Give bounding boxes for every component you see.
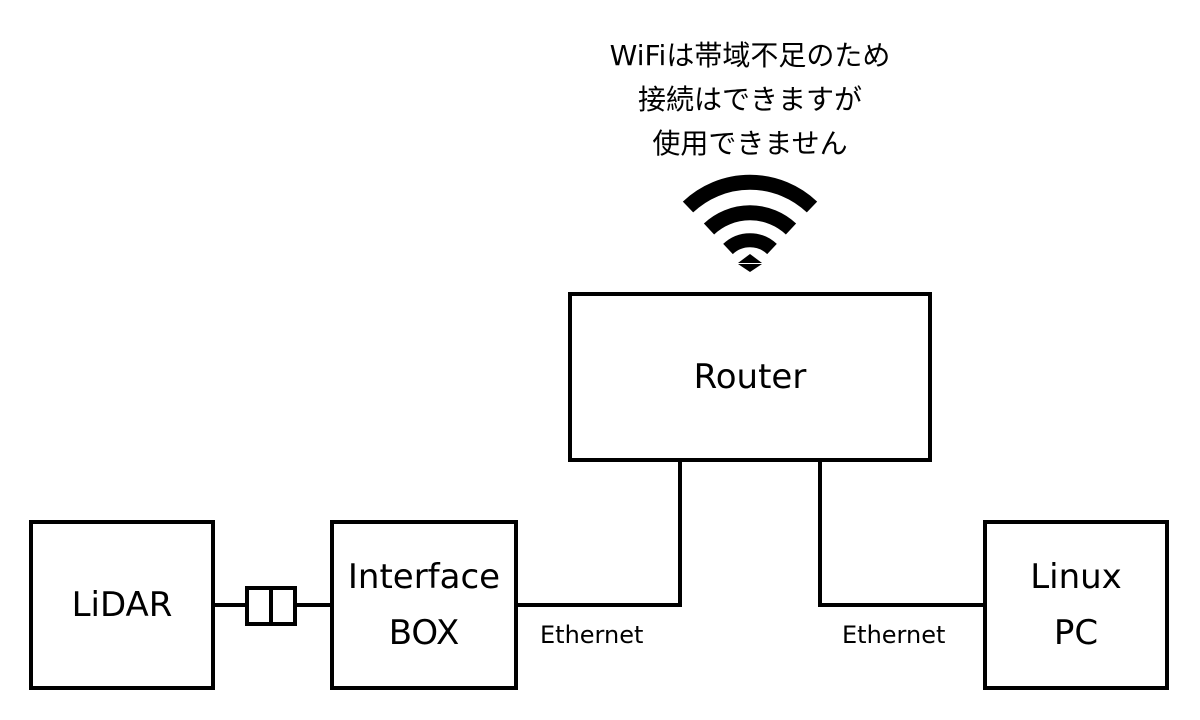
wifi-note-line-3: 使用できません — [652, 127, 848, 160]
ethernet-label-router-linux: Ethernet — [842, 621, 946, 649]
ethernet-line-router-linux — [818, 462, 983, 607]
connector-icon — [245, 586, 297, 626]
wifi-note-line-1: WiFiは帯域不足のため — [609, 39, 891, 72]
wifi-icon — [682, 174, 818, 272]
interface-box-node: Interface BOX — [330, 520, 518, 690]
lidar-node: LiDAR — [29, 520, 215, 690]
interface-box-label: Interface BOX — [347, 557, 501, 653]
router-node: Router — [568, 292, 932, 462]
linux-pc-node: Linux PC — [983, 520, 1169, 690]
linux-pc-label: Linux PC — [1030, 557, 1122, 653]
wifi-note-line-2: 接続はできますが — [637, 83, 862, 116]
ethernet-label-interface-router: Ethernet — [540, 621, 644, 649]
lidar-label: LiDAR — [71, 585, 173, 625]
router-label: Router — [693, 357, 807, 397]
ethernet-line-interface-router — [518, 462, 682, 607]
